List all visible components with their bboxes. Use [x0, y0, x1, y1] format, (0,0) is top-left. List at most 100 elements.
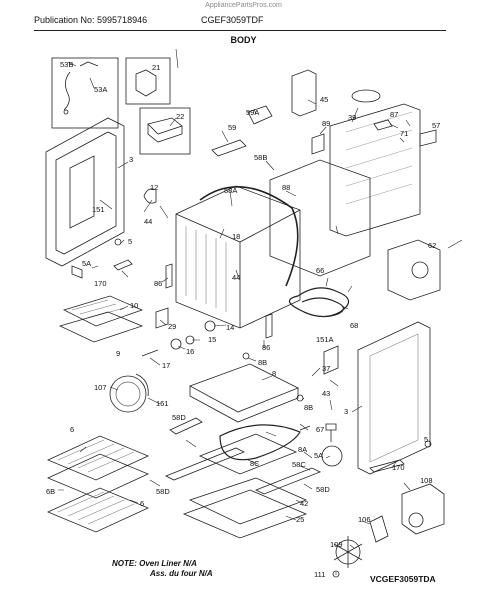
- oven-rack-mid-shape: [47, 453, 149, 499]
- callout-5A-right: 5A: [314, 451, 323, 460]
- door-outer-panel-shape: [45, 117, 125, 267]
- callout-170-right: 170: [392, 463, 405, 472]
- door-window-shape: [69, 155, 95, 229]
- part-12-shape: [143, 188, 157, 204]
- fan-cover-shape: [109, 375, 147, 413]
- callout-14: 14: [226, 323, 234, 332]
- callout-5-left: 5: [128, 237, 132, 246]
- callout-18: 18: [232, 232, 240, 241]
- part-89-shape: [311, 133, 325, 155]
- inset-box-22: [139, 107, 191, 155]
- wire-terminal-shape: [63, 109, 69, 115]
- door-inner-panel-shape: [55, 131, 117, 255]
- callout-68: 68: [350, 321, 358, 330]
- part-29-shape: [155, 307, 169, 329]
- section-title: BODY: [230, 35, 257, 45]
- callout-12: 12: [150, 183, 158, 192]
- callout-labels: 53B 21 53A 22 3 151 12 44 58A 18 5 5A 17…: [46, 60, 440, 579]
- part-57-shape: [419, 129, 437, 147]
- part-42-shape: [188, 477, 308, 525]
- callout-67: 67: [316, 425, 324, 434]
- part-59A-shape: [247, 105, 273, 125]
- callout-59A: 59A: [246, 108, 259, 117]
- callout-6-upper: 6: [70, 425, 74, 434]
- callout-8A: 8A: [298, 445, 307, 454]
- part-108-shape: [401, 483, 445, 535]
- callout-22: 22: [176, 112, 184, 121]
- callout-71: 71: [400, 129, 408, 138]
- broil-element-shape: [288, 287, 350, 318]
- fan-cover-ring-shape: [115, 381, 141, 407]
- callout-5-right: 5: [424, 435, 428, 444]
- part-86-upper-shape: [165, 263, 173, 289]
- oven-rack-lower-shape: [47, 487, 149, 533]
- callout-87: 87: [390, 110, 398, 119]
- callout-5A-left: 5A: [82, 259, 91, 268]
- part-59-shape: [211, 139, 247, 157]
- oven-rack-lower-wires: [57, 491, 135, 525]
- callout-8: 8: [272, 369, 276, 378]
- callout-53B: 53B: [60, 60, 73, 69]
- part-22-shape: [147, 117, 183, 143]
- part-39-shape: [351, 89, 381, 103]
- part-58D-right-shape: [255, 467, 321, 495]
- callout-66: 66: [316, 266, 324, 275]
- oven-cavity-shape: [175, 185, 301, 329]
- back-panel-ribs: [345, 111, 413, 205]
- callout-42: 42: [300, 499, 308, 508]
- part-43-shape: [325, 423, 337, 442]
- bake-element-shape: [219, 424, 301, 461]
- callout-15: 15: [208, 335, 216, 344]
- part-21-shape: [135, 69, 157, 97]
- callout-9: 9: [116, 349, 120, 358]
- callout-86-upper: 86: [154, 279, 162, 288]
- part-170-left-shape: [113, 259, 133, 271]
- part-8C-shape: [198, 433, 298, 475]
- callout-8B-mid: 8B: [304, 403, 313, 412]
- callout-39: 39: [348, 113, 356, 122]
- callout-29: 29: [168, 322, 176, 331]
- part-5-right-screw-shape: [424, 440, 432, 448]
- broil-element-inner-shape: [301, 297, 345, 318]
- header-rule: [34, 30, 446, 31]
- part-151A-shape: [323, 345, 339, 375]
- part-5A-left-shape: [71, 265, 83, 279]
- callout-109: 109: [330, 540, 343, 549]
- callout-161: 161: [156, 399, 169, 408]
- fan-blades-shape: [333, 536, 363, 568]
- callout-44-upper: 44: [144, 217, 152, 226]
- publication-number: Publication No: 5995718946: [34, 15, 148, 25]
- callout-58D-lower: 58D: [156, 487, 170, 496]
- oven-rack-guide-lines: [185, 226, 227, 312]
- callout-89: 89: [322, 119, 330, 128]
- callout-86-lower: 86: [262, 343, 270, 352]
- callout-107: 107: [94, 383, 107, 392]
- broiler-pan-base-shape: [58, 311, 144, 343]
- callout-111: 111: [314, 570, 325, 579]
- callout-44-lower: 44: [232, 273, 240, 282]
- callout-3-left: 3: [129, 155, 133, 164]
- callout-58A: 58A: [224, 186, 237, 195]
- model-number: CGEF3059TDF: [201, 15, 264, 25]
- callout-6B: 6B: [46, 487, 55, 496]
- callout-6-lower: 6: [140, 499, 144, 508]
- wire-connector-shape: [79, 61, 99, 67]
- callout-59: 59: [228, 123, 236, 132]
- oven-bottom-edge-shape: [189, 386, 299, 423]
- part-106-shape: [369, 515, 389, 543]
- callout-57: 57: [432, 121, 440, 130]
- wire-harness-shape: [63, 71, 71, 111]
- callout-43: 43: [322, 389, 330, 398]
- broiler-pan-grid-shape: [62, 295, 144, 327]
- side-panel-right-inner-shape: [369, 333, 419, 463]
- part-58D-top-shape: [169, 417, 203, 435]
- oven-rack-upper-shape: [47, 435, 149, 481]
- inset-box-21: [125, 57, 171, 105]
- callout-88: 88: [282, 183, 290, 192]
- part-62-shape: [387, 239, 441, 301]
- callout-58D-upper: 58D: [172, 413, 186, 422]
- callout-8C: 8C: [250, 459, 260, 468]
- callout-8B-upper: 8B: [258, 358, 267, 367]
- part-45-shape: [291, 69, 317, 117]
